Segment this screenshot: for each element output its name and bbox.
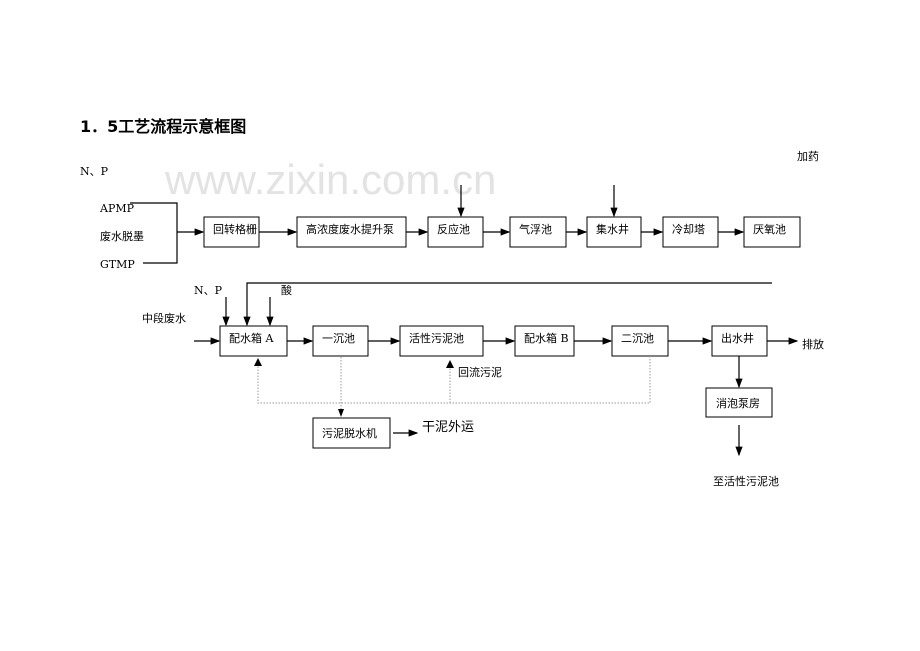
r1-box-label: 高浓度废水提升泵 xyxy=(306,222,394,236)
acid-label: 酸 xyxy=(281,283,292,297)
r2-box-label: 一沉池 xyxy=(322,332,355,345)
mid-water-label: 中段废水 xyxy=(142,311,186,325)
r2-box-label: 配水箱 B xyxy=(524,331,569,345)
r1-box xyxy=(743,216,801,248)
deink-label: 废水脱墨 xyxy=(100,229,144,243)
r1-box-label: 厌氧池 xyxy=(753,222,786,236)
np-mid-label: N、P xyxy=(194,284,223,297)
defoam-pump-box xyxy=(705,387,773,418)
r2-box xyxy=(514,325,575,357)
dosing-label: 加药 xyxy=(797,150,819,163)
r2-box-label: 活性污泥池 xyxy=(409,331,464,345)
r1-box-label: 回转格栅 xyxy=(213,222,257,236)
r1-box-label: 反应池 xyxy=(437,222,470,236)
apmp-label: APMP xyxy=(99,202,135,215)
r2-box xyxy=(312,325,369,357)
r2-box xyxy=(399,325,484,357)
dewater-label: 污泥脱水机 xyxy=(322,426,377,440)
r2-box-label: 二沉池 xyxy=(621,332,654,345)
to-activated-label: 至活性污泥池 xyxy=(713,474,779,488)
return-sludge-label: 回流污泥 xyxy=(458,365,502,379)
r2-box xyxy=(611,325,669,357)
discharge-label: 排放 xyxy=(802,337,824,351)
dry-sludge-label: 干泥外运 xyxy=(422,420,474,435)
r1-box xyxy=(509,216,567,248)
dewater-box xyxy=(312,417,391,449)
gtmp-label: GTMP xyxy=(100,258,135,271)
r2-box-label: 配水箱 A xyxy=(229,331,274,345)
page-title: 1．5工艺流程示意框图 xyxy=(80,117,246,136)
r1-box-label: 冷却塔 xyxy=(672,223,705,236)
np-top-label: N、P xyxy=(80,165,109,178)
r1-box-label: 集水井 xyxy=(596,222,629,236)
watermark: www.zixin.com.cn xyxy=(164,156,496,203)
r1-box xyxy=(662,216,719,248)
r1-box-label: 气浮池 xyxy=(519,222,552,236)
defoam-pump-label: 消泡泵房 xyxy=(716,396,760,410)
r1-box xyxy=(427,216,484,248)
r1-box xyxy=(296,216,407,248)
r2-box-label: 出水井 xyxy=(721,331,754,345)
